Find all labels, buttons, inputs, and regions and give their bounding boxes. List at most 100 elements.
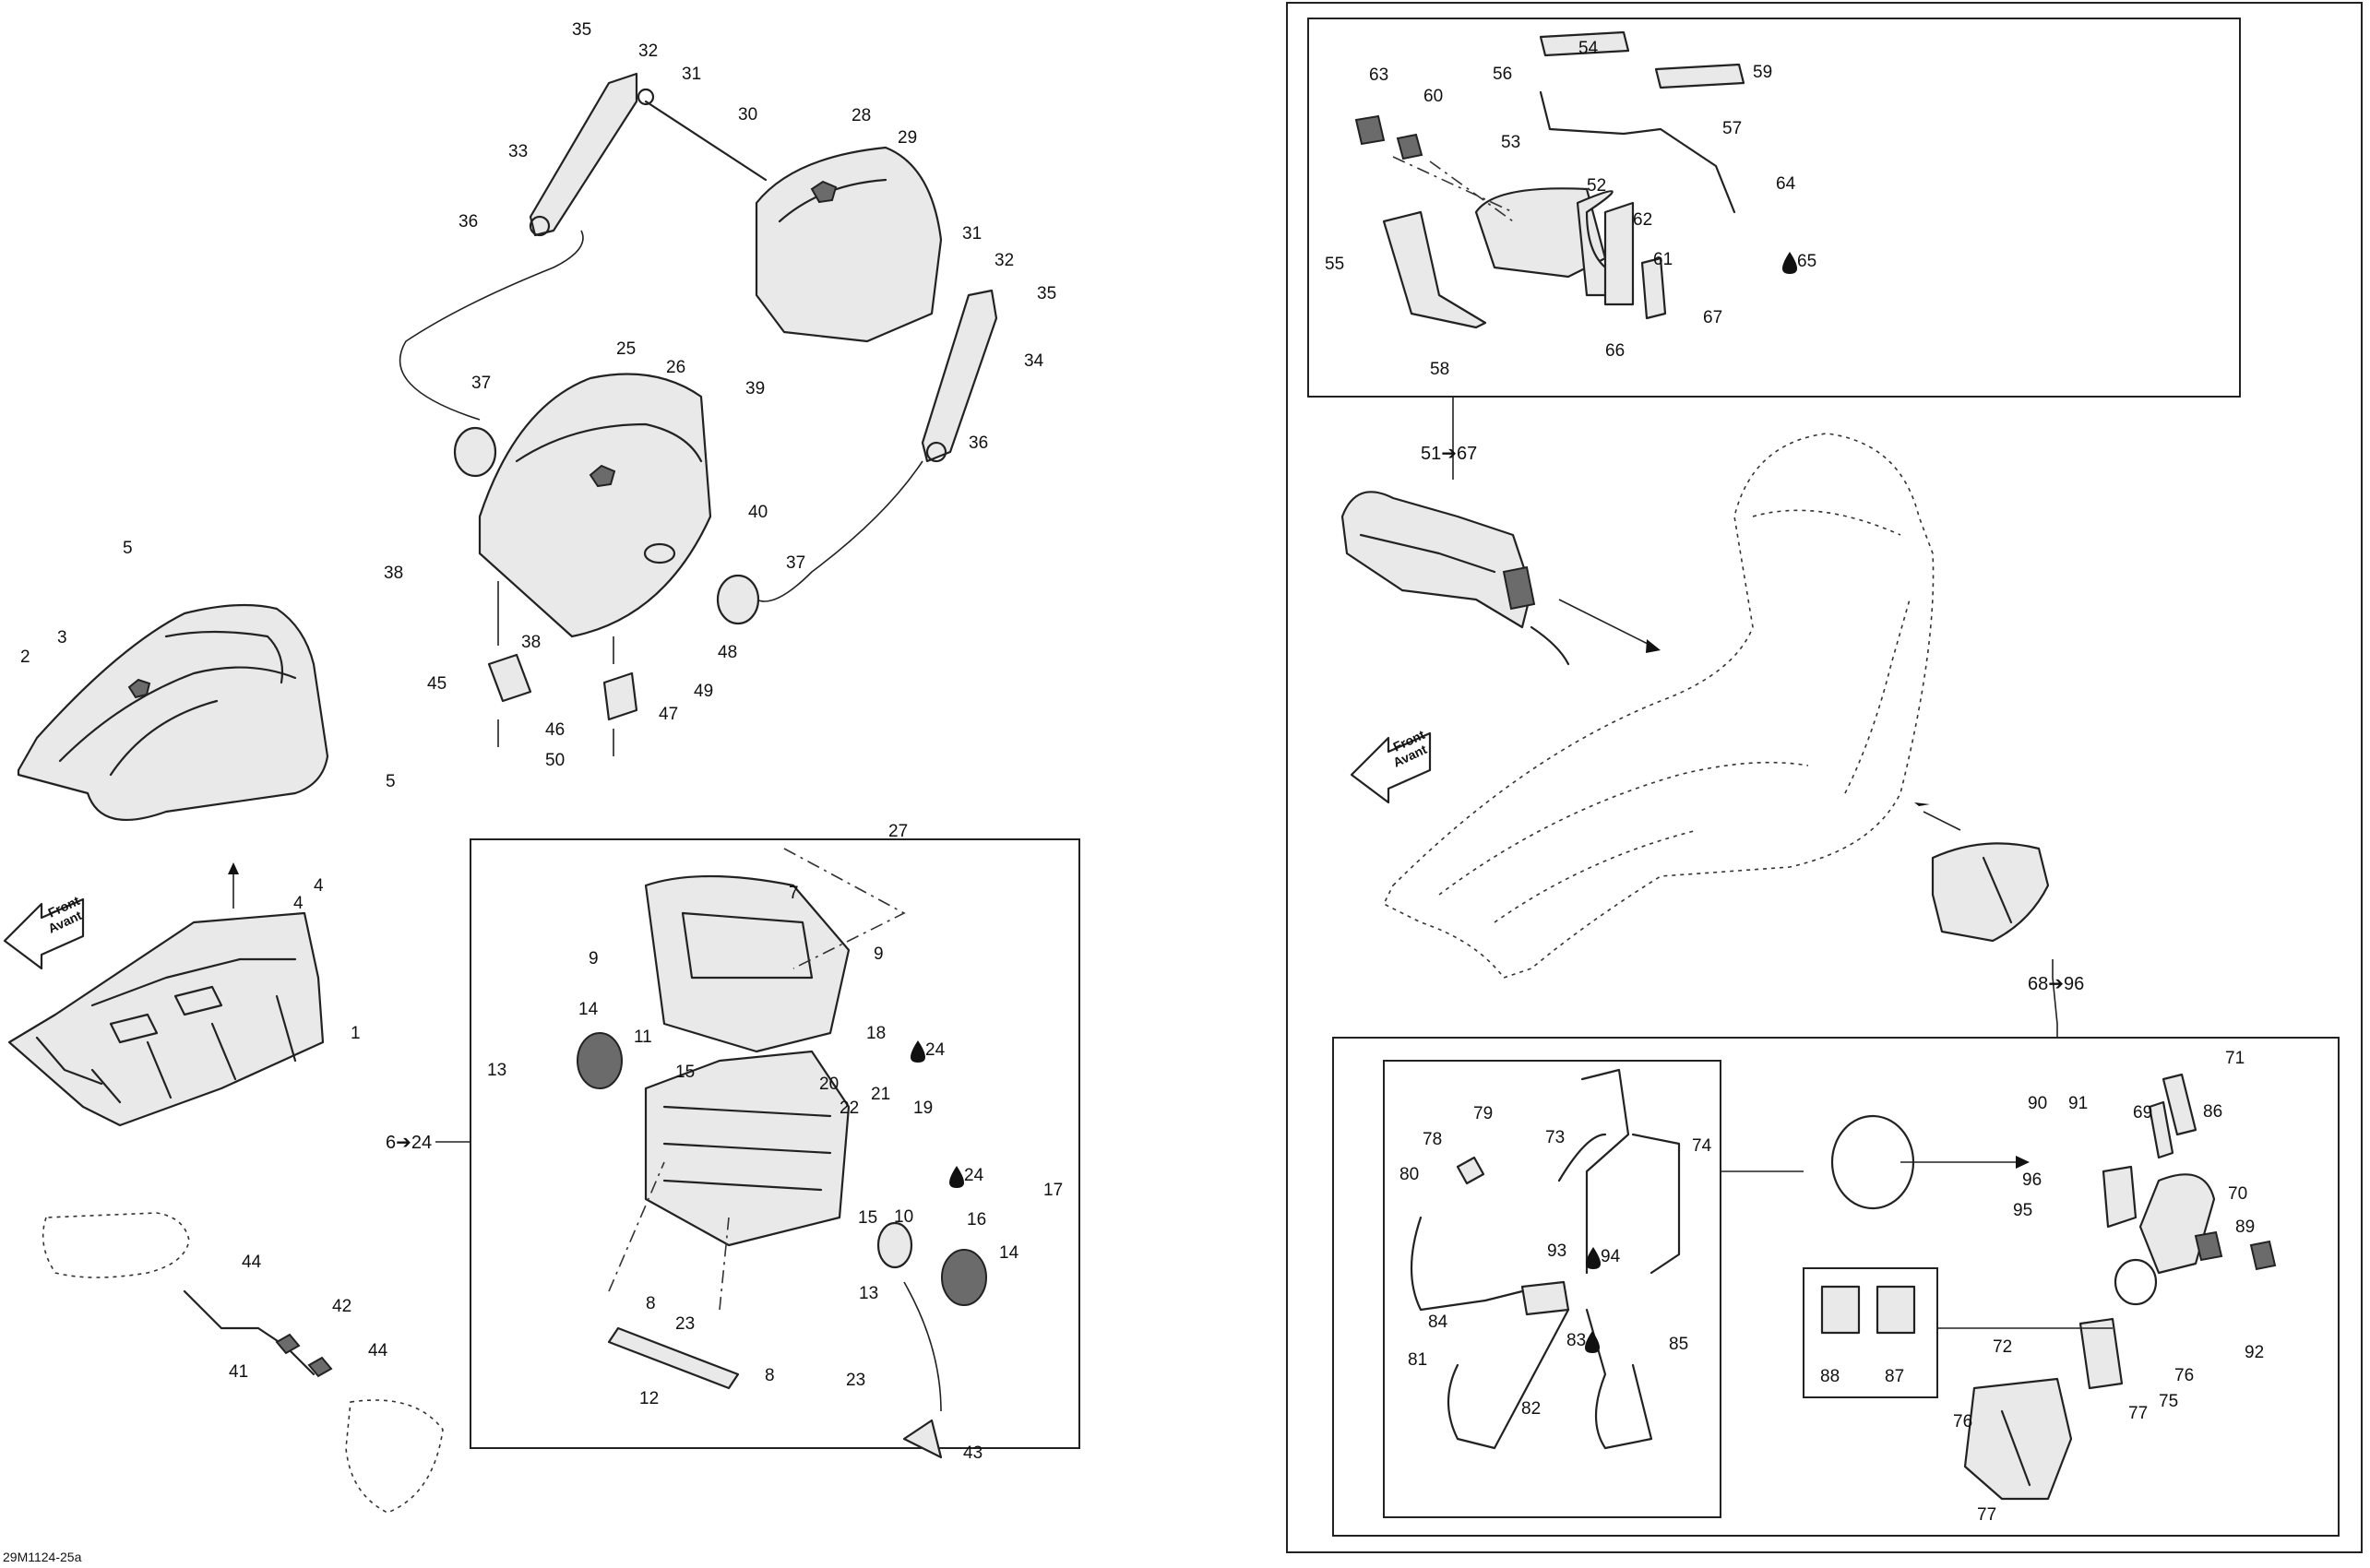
callout-70: 70	[2228, 1184, 2247, 1204]
callout-47: 47	[659, 705, 678, 724]
callout-36: 36	[459, 212, 478, 232]
callout-12: 12	[639, 1389, 659, 1408]
lock-knob-part	[453, 426, 760, 625]
callout-72: 72	[1993, 1337, 2012, 1357]
callout-37: 37	[786, 553, 805, 573]
heated-grip-harness-part	[42, 1212, 444, 1514]
detail-circle-small	[2114, 1258, 2158, 1306]
callout-34: 34	[1024, 351, 1044, 371]
callout-76: 76	[1953, 1412, 1972, 1431]
callout-48: 48	[718, 643, 737, 662]
range-label-51-67: 51➔67	[1421, 444, 1477, 464]
callout-95: 95	[2013, 1201, 2032, 1220]
callout-58: 58	[1430, 360, 1449, 379]
callout-35: 35	[1037, 284, 1056, 303]
callout-43: 43	[963, 1443, 983, 1463]
callout-7: 7	[789, 884, 799, 903]
callout-21: 21	[871, 1085, 890, 1104]
backrest-bracket-right-part	[921, 289, 998, 463]
callout-81: 81	[1408, 1350, 1427, 1370]
callout-55: 55	[1325, 255, 1344, 274]
callout-40: 40	[748, 503, 768, 522]
callout-94: 94	[1601, 1247, 1621, 1266]
callout-79: 79	[1473, 1104, 1493, 1123]
callout-5: 5	[386, 772, 396, 791]
callout-75: 75	[2159, 1392, 2178, 1411]
callout-49: 49	[694, 682, 713, 701]
callout-4: 4	[293, 894, 304, 913]
seat-base-part	[7, 911, 325, 1127]
callout-5: 5	[123, 539, 133, 558]
callout-9: 9	[874, 944, 884, 964]
complete-seat-part	[1382, 433, 1935, 979]
backrest-part	[644, 100, 943, 343]
callout-64: 64	[1776, 174, 1796, 194]
callout-27: 27	[888, 822, 908, 841]
callout-35: 35	[572, 20, 591, 40]
callout-11: 11	[634, 1028, 652, 1047]
callout-31: 31	[682, 65, 701, 84]
callout-69: 69	[2133, 1103, 2152, 1123]
callout-29: 29	[898, 128, 917, 148]
callout-8: 8	[765, 1366, 775, 1385]
backrest-cover-part	[478, 373, 712, 638]
callout-52: 52	[1587, 176, 1606, 196]
callout-15: 15	[675, 1063, 695, 1082]
callout-77: 77	[2128, 1404, 2148, 1423]
callout-50: 50	[545, 751, 565, 770]
range-label-6-24: 6➔24	[386, 1133, 432, 1153]
callout-91: 91	[2068, 1094, 2088, 1113]
callout-54: 54	[1578, 39, 1599, 58]
callout-89: 89	[2235, 1218, 2255, 1237]
callout-44: 44	[368, 1341, 388, 1360]
callout-67: 67	[1703, 308, 1722, 327]
callout-25: 25	[616, 339, 636, 359]
callout-14: 14	[999, 1243, 1019, 1263]
main-frame-box	[1286, 2, 2363, 1553]
front-arrow-left: Front Avant	[3, 893, 84, 970]
callout-17: 17	[1043, 1181, 1063, 1200]
decal-subgroup-box	[1803, 1267, 1938, 1398]
callout-96: 96	[2022, 1170, 2042, 1190]
callout-3: 3	[57, 628, 67, 647]
callout-88: 88	[1820, 1367, 1840, 1386]
handle-group-box	[1307, 18, 2241, 398]
callout-26: 26	[666, 358, 685, 377]
callout-14: 14	[578, 1000, 599, 1019]
callout-9: 9	[589, 949, 599, 968]
heater-group-box	[1332, 1037, 2340, 1537]
callout-22: 22	[840, 1099, 859, 1118]
callout-45: 45	[427, 674, 447, 694]
callout-61: 61	[1653, 250, 1673, 269]
hand-heater-element-part	[1557, 1068, 1681, 1275]
callout-60: 60	[1423, 87, 1443, 106]
callout-85: 85	[1669, 1335, 1688, 1354]
callout-76: 76	[2174, 1366, 2194, 1385]
rear-light-cover-part	[1931, 842, 2050, 943]
connector-harness-part	[1410, 1156, 1653, 1450]
callout-13: 13	[859, 1284, 878, 1303]
harness-subgroup-box	[1383, 1060, 1721, 1518]
callout-82: 82	[1521, 1399, 1541, 1419]
callout-33: 33	[508, 142, 528, 161]
callout-59: 59	[1753, 63, 1772, 82]
callout-86: 86	[2203, 1102, 2222, 1122]
callout-2: 2	[20, 647, 30, 667]
callout-57: 57	[1722, 119, 1742, 138]
front-arrow-right: Front Avant	[1350, 727, 1432, 804]
callout-84: 84	[1428, 1313, 1448, 1332]
callout-32: 32	[638, 42, 658, 61]
callout-20: 20	[819, 1075, 839, 1094]
callout-8: 8	[646, 1294, 656, 1313]
seat-cover-part	[17, 603, 329, 822]
figure-id: 29M1124-25a	[3, 1550, 82, 1564]
callout-83: 83	[1566, 1331, 1586, 1350]
callout-74: 74	[1692, 1136, 1712, 1156]
callout-63: 63	[1369, 65, 1388, 85]
frame-part	[644, 1050, 851, 1247]
callout-1: 1	[351, 1024, 361, 1043]
callout-24: 24	[925, 1040, 946, 1060]
callout-13: 13	[487, 1061, 506, 1080]
callout-38: 38	[384, 564, 403, 583]
